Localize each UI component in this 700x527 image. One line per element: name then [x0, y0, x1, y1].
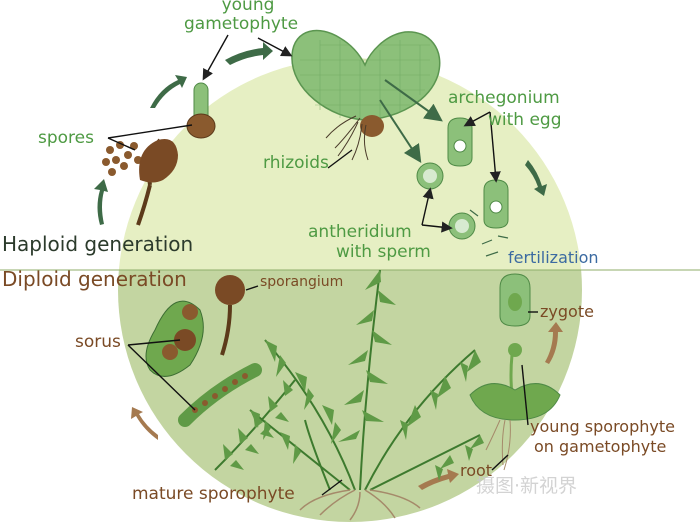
label-gametophyte: gametophyte [184, 14, 299, 34]
watermark: 摄图·新视界 [476, 475, 578, 497]
gametophyte-heart [291, 29, 441, 161]
label-spores: spores [38, 128, 94, 148]
label-antheridium: antheridium [308, 222, 412, 242]
label-sorus: sorus [75, 332, 121, 352]
cycle-arrows-diploid [131, 322, 563, 490]
label-diploid-generation: Diploid generation [2, 267, 187, 291]
label-with-egg: with egg [488, 110, 562, 130]
fertilization-arrows [469, 209, 509, 257]
label-sporangium: sporangium [260, 274, 344, 290]
fern-roots [299, 489, 421, 521]
sporangium-shape [215, 275, 245, 356]
label-on-gametophyte: on gametophyte [534, 437, 667, 456]
label-zygote: zygote [540, 302, 594, 321]
antheridium-shapes [416, 162, 476, 240]
label-archegonium: archegonium [448, 88, 560, 108]
label-with-sperm: with sperm [336, 242, 431, 262]
young-gametophyte-small [186, 82, 216, 139]
label-haploid-generation: Haploid generation [2, 232, 194, 256]
spores-cluster [102, 141, 142, 176]
label-root: root [460, 461, 493, 480]
small-fern-left [214, 379, 296, 471]
cycle-arrows-haploid [94, 42, 547, 225]
label-young: young [221, 0, 275, 15]
sorus-detail [145, 300, 262, 427]
label-pointers [107, 34, 538, 496]
open-sporangium [136, 138, 178, 226]
label-fertilization: fertilization [508, 248, 599, 267]
rhizoids-lines [325, 115, 369, 161]
diploid-region [118, 270, 582, 522]
zygote-shape [499, 273, 531, 327]
label-young-sporophyte: young sporophyte [530, 417, 675, 436]
label-mature-sporophyte: mature sporophyte [132, 484, 295, 504]
young-sporophyte-shape [469, 343, 561, 471]
archegonium-shapes [447, 117, 509, 229]
label-rhizoids: rhizoids [263, 153, 329, 173]
